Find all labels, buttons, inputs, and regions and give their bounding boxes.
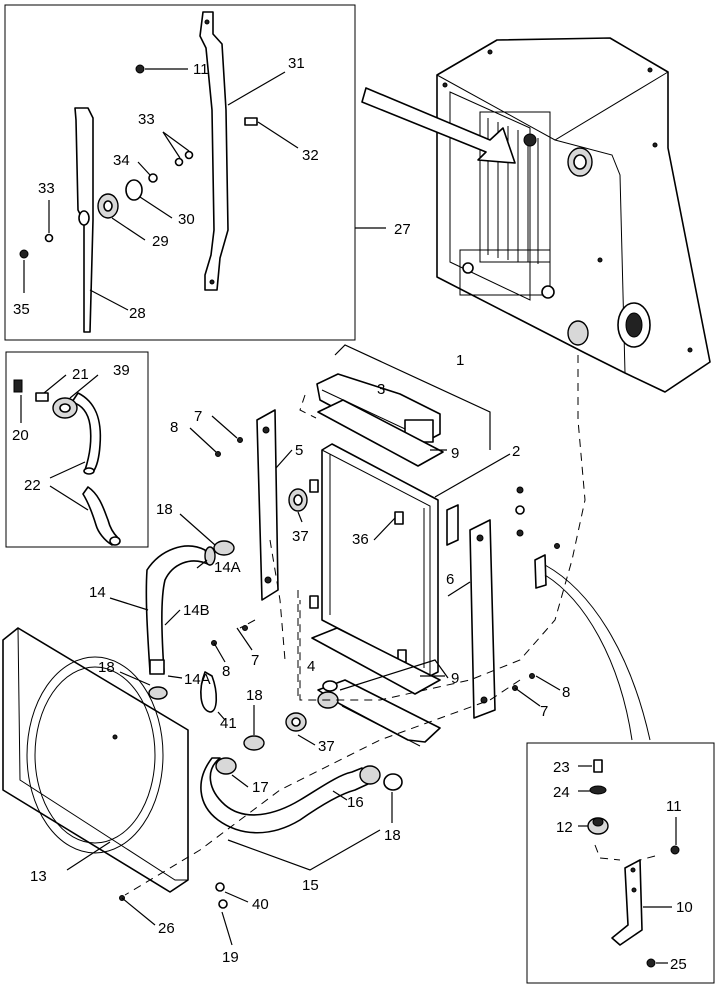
callout-22: 22: [24, 477, 41, 494]
callout-18-right: 18: [384, 827, 401, 844]
inset-hose-fittings: [5, 351, 149, 548]
callout-labels: 1 2 3 4 5 6 7 7 7 8 8 8 9 9 10 11 11 12 …: [12, 55, 693, 973]
hose-16: [200, 735, 403, 834]
clamp-18-upper: [213, 540, 235, 556]
callout-12: 12: [556, 819, 573, 836]
callout-16: 16: [347, 794, 364, 811]
clamp-18-mid: [243, 735, 265, 751]
coupler-17: [215, 757, 237, 775]
callout-24: 24: [553, 784, 570, 801]
callout-14b: 14B: [183, 602, 210, 619]
callout-18-middle: 18: [246, 687, 263, 704]
gasket-9-top: [317, 399, 444, 467]
callout-2: 2: [512, 443, 520, 460]
callout-19: 19: [222, 949, 239, 966]
callout-5: 5: [295, 442, 303, 459]
callout-20: 20: [12, 427, 29, 444]
callout-26: 26: [158, 920, 175, 937]
callout-25: 25: [670, 956, 687, 973]
callout-13: 13: [30, 868, 47, 885]
callout-11-upper: 11: [193, 61, 209, 78]
inset-mount-bracket: [526, 742, 715, 984]
callout-14a-upper: 14A: [214, 559, 241, 576]
callout-8-upper: 8: [170, 419, 178, 436]
bracket-31: [199, 11, 229, 291]
inset-mount-parts: [587, 759, 680, 968]
bolt-32: [244, 117, 258, 126]
o-ring-30: [125, 179, 143, 201]
callout-30: 30: [178, 211, 195, 228]
screw-20: [13, 379, 23, 393]
callout-4: 4: [307, 658, 315, 675]
callout-36: 36: [352, 531, 369, 548]
fitting-21: [35, 392, 49, 402]
callout-8-middle: 8: [222, 663, 230, 680]
inset-bracket-hardware: [4, 4, 356, 341]
pin-34: [148, 173, 158, 183]
callout-10: 10: [676, 899, 693, 916]
callout-18-shroud: 18: [98, 659, 115, 676]
callout-8-right: 8: [562, 684, 570, 701]
callout-11-lower: 11: [666, 798, 682, 815]
callout-14a-lower: 14A: [184, 671, 211, 688]
callout-23: 23: [553, 759, 570, 776]
fan-shroud-13: [2, 627, 189, 893]
callout-27: 27: [394, 221, 411, 238]
callout-37-lower: 37: [318, 738, 335, 755]
support-rod-28: [74, 107, 94, 333]
callout-32: 32: [302, 147, 319, 164]
radiator-core-2: [309, 443, 439, 677]
callout-33-left: 33: [38, 180, 55, 197]
hardware-top-inset: [19, 64, 258, 259]
callout-37-upper: 37: [292, 528, 309, 545]
side-bracket-5: [256, 409, 279, 601]
callout-9-lower: 9: [451, 670, 459, 687]
clamp-41: [200, 671, 218, 713]
callout-14: 14: [89, 584, 106, 601]
callout-15: 15: [302, 877, 319, 894]
radiator-housing: [436, 37, 711, 393]
callout-1: 1: [456, 352, 464, 369]
callout-28: 28: [129, 305, 146, 322]
hose-22: [71, 392, 121, 546]
callout-9-upper: 9: [451, 445, 459, 462]
clamp-18-right: [383, 773, 403, 791]
callout-17: 17: [252, 779, 269, 796]
callout-29: 29: [152, 233, 169, 250]
callout-40: 40: [252, 896, 269, 913]
callout-41: 41: [220, 715, 237, 732]
side-bracket-6: [446, 504, 547, 719]
callout-3: 3: [377, 381, 385, 398]
callout-7-middle: 7: [251, 652, 259, 669]
fittings-middle-inset: [13, 379, 78, 419]
location-pointer: [361, 87, 516, 164]
callout-31: 31: [288, 55, 305, 72]
callout-6: 6: [446, 571, 454, 588]
callout-35: 35: [13, 301, 30, 318]
callout-18-upper: 18: [156, 501, 173, 518]
bottom-tank-4: [317, 679, 441, 747]
callout-7-upper: 7: [194, 408, 202, 425]
callout-33-upper: 33: [138, 111, 155, 128]
callout-7-right: 7: [540, 703, 548, 720]
callout-21: 21: [72, 366, 89, 383]
callout-34: 34: [113, 152, 130, 169]
callout-39: 39: [113, 362, 130, 379]
gasket-9-bottom: [311, 627, 441, 695]
hose-14: [145, 540, 235, 675]
